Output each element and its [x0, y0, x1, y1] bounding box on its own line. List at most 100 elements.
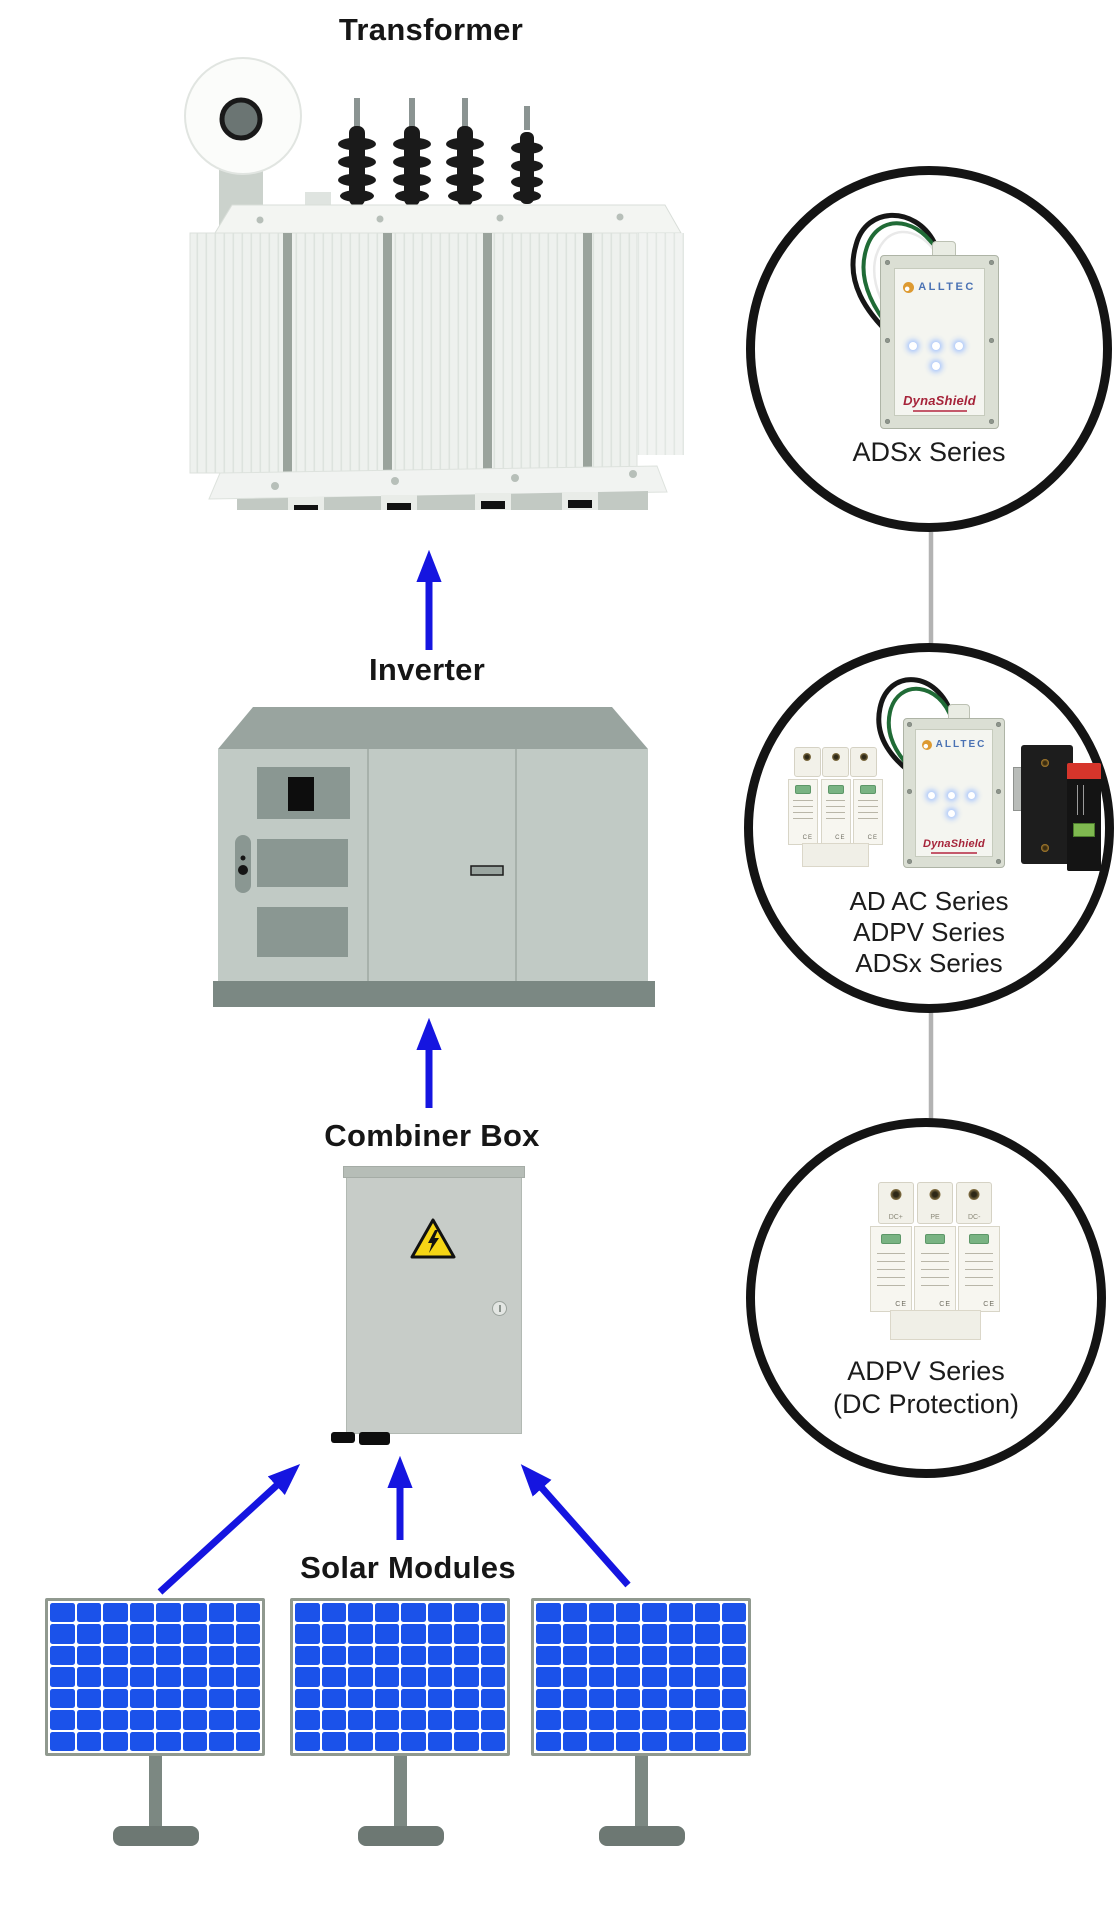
high-voltage-warning-icon — [410, 1218, 456, 1259]
solar-cell — [295, 1645, 320, 1666]
solar-cell — [589, 1710, 614, 1730]
inverter-vent-panel-1 — [257, 839, 348, 887]
solar-cell — [374, 1710, 399, 1730]
solar-cell — [562, 1603, 587, 1623]
panel-foot — [358, 1826, 444, 1846]
solar-cell — [321, 1603, 346, 1623]
solar-cell — [295, 1731, 320, 1751]
solar-cell — [129, 1603, 154, 1623]
solar-cell — [182, 1603, 207, 1623]
solar-cell — [348, 1688, 373, 1709]
solar-cell — [156, 1731, 181, 1751]
solar-cell — [427, 1710, 452, 1730]
solar-cell — [401, 1667, 426, 1687]
combiner-lock — [492, 1301, 507, 1316]
solar-cell — [480, 1710, 505, 1730]
solar-cell — [209, 1667, 234, 1687]
inverter-illustration — [213, 707, 655, 1007]
solar-cell — [589, 1731, 614, 1751]
solar-cell — [401, 1710, 426, 1730]
solar-cell — [401, 1731, 426, 1751]
solar-cell — [562, 1731, 587, 1751]
status-led — [968, 792, 975, 799]
solar-cell — [50, 1667, 75, 1687]
callout-label-dc: ADPV Series (DC Protection) — [832, 1356, 1020, 1419]
transformer-base — [237, 491, 648, 510]
solar-cell — [480, 1603, 505, 1623]
solar-cell — [454, 1710, 479, 1730]
transformer-side-radiator — [637, 233, 684, 455]
solar-cell — [321, 1624, 346, 1644]
transformer-label: Transformer — [338, 12, 524, 47]
solar-cell — [129, 1645, 154, 1666]
solar-cell — [480, 1688, 505, 1709]
solar-cell — [721, 1731, 746, 1751]
solar-cell — [615, 1603, 640, 1623]
panel-pole — [394, 1756, 407, 1832]
status-led — [932, 342, 940, 350]
solar-cell — [427, 1603, 452, 1623]
solar-cell — [374, 1667, 399, 1687]
solar-cell — [321, 1667, 346, 1687]
solar-cell — [401, 1645, 426, 1666]
solar-cell — [615, 1731, 640, 1751]
solar-cell — [129, 1667, 154, 1687]
solar-cell — [454, 1731, 479, 1751]
solar-cell — [129, 1624, 154, 1644]
solar-cell — [536, 1603, 561, 1623]
combiner-box-label: Combiner Box — [324, 1118, 540, 1153]
solar-cell — [374, 1688, 399, 1709]
solar-cell — [427, 1688, 452, 1709]
solar-cell — [589, 1624, 614, 1644]
solar-cell — [76, 1667, 101, 1687]
solar-cell — [374, 1603, 399, 1623]
inverter-handle — [235, 835, 251, 893]
solar-cell — [348, 1667, 373, 1687]
solar-cell — [642, 1688, 667, 1709]
adpv-dc-spd-device: DC+ PE DC- CE — [870, 1182, 1000, 1340]
solar-cell — [374, 1645, 399, 1666]
solar-cell — [103, 1645, 128, 1666]
solar-cell — [427, 1667, 452, 1687]
solar-cell — [454, 1624, 479, 1644]
solar-cell — [721, 1667, 746, 1687]
solar-cell — [321, 1710, 346, 1730]
solar-cell — [235, 1731, 260, 1751]
solar-cell — [348, 1624, 373, 1644]
status-led — [932, 362, 940, 370]
solar-cell — [209, 1710, 234, 1730]
solar-cell — [721, 1710, 746, 1730]
transformer-illustration — [184, 57, 684, 510]
solar-cell — [695, 1731, 720, 1751]
solar-cell — [642, 1624, 667, 1644]
solar-cell — [427, 1624, 452, 1644]
solar-modules-label: Solar Modules — [300, 1550, 516, 1585]
solar-cell — [76, 1731, 101, 1751]
alltec-logo: ALLTEC — [904, 739, 1004, 750]
solar-cell — [156, 1645, 181, 1666]
solar-cell — [562, 1645, 587, 1666]
solar-cell — [209, 1603, 234, 1623]
solar-cell — [76, 1624, 101, 1644]
solar-cell — [295, 1710, 320, 1730]
solar-cell — [209, 1624, 234, 1644]
solar-cell — [182, 1688, 207, 1709]
solar-cell — [536, 1688, 561, 1709]
solar-cell — [695, 1603, 720, 1623]
solar-cell — [642, 1645, 667, 1666]
dynashield-wordmark: DynaShield — [881, 393, 998, 412]
solar-cell — [50, 1731, 75, 1751]
solar-cell — [103, 1731, 128, 1751]
solar-cell — [427, 1645, 452, 1666]
solar-cell — [536, 1667, 561, 1687]
inverter-vent-panel-2 — [257, 907, 348, 957]
solar-cell — [668, 1710, 693, 1730]
cable-gland-right — [359, 1432, 390, 1445]
solar-cell — [454, 1645, 479, 1666]
solar-cell — [50, 1645, 75, 1666]
panel-pole — [635, 1756, 648, 1832]
solar-cell — [695, 1624, 720, 1644]
solar-cell — [401, 1603, 426, 1623]
solar-cell — [295, 1624, 320, 1644]
